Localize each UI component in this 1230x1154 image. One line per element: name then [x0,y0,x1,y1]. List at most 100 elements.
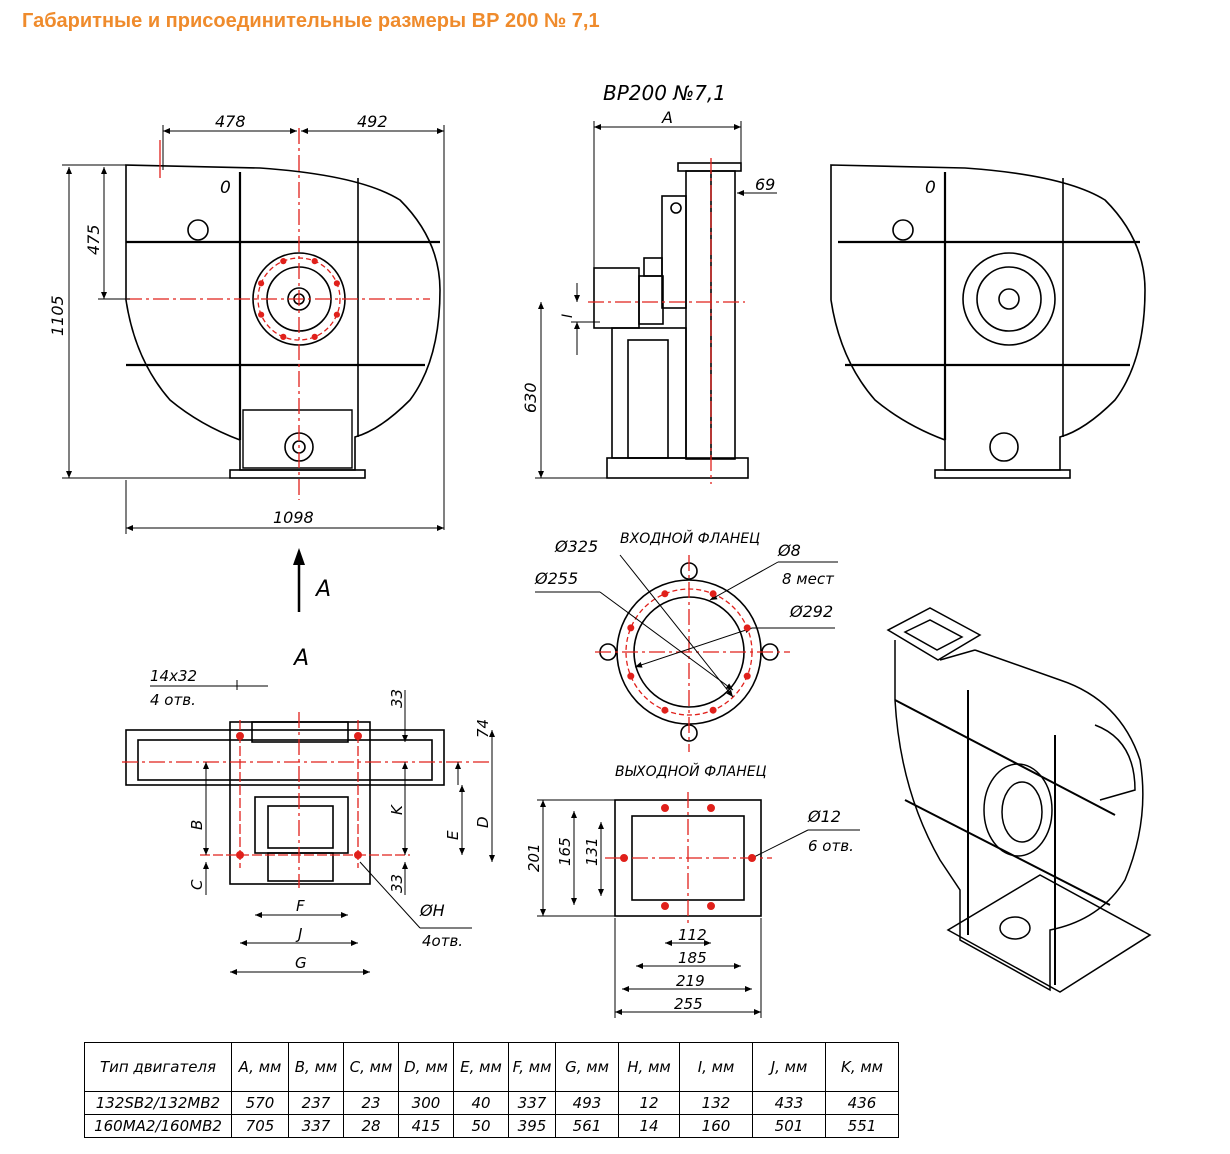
motor-stand [242,409,353,469]
dim-33-top: 33 [388,689,406,708]
dim-e: E [444,830,462,840]
inlet-d292: Ø292 [789,602,833,621]
dim-c: C [188,879,206,890]
table-cell: 23 [343,1091,399,1115]
table-header: C, мм [343,1042,399,1092]
table-header: Тип двигателя [84,1042,232,1092]
inlet-bolt-marker [311,258,318,265]
table-header-row: Тип двигателя A, мм B, мм C, мм D, мм E,… [84,1042,899,1092]
table-cell: 28 [343,1114,399,1138]
inlet-flange-hole [627,624,635,632]
table-cell: 561 [555,1114,619,1138]
motor-body [593,267,640,329]
inlet-centerlines [595,555,790,752]
inlet-d255: Ø255 [534,569,578,588]
side-dim-69: 69 [755,175,775,194]
table-cell: 132SB2/132MB2 [84,1091,232,1115]
side-base [606,457,749,479]
inlet-bolt-marker [258,311,265,318]
page-title: Габаритные и присоединительные размеры В… [22,10,600,32]
table-header: B, мм [288,1042,344,1092]
bottom-view [125,721,445,885]
inlet-flange-hole [709,590,717,598]
technical-drawing: 0 478 492 1105 475 1098 ВР200 №7,1 [48,81,1152,1018]
table-header: I, мм [679,1042,753,1092]
side-dimensions [535,121,777,479]
outlet-flange-top [677,162,742,172]
slot-count: 4 отв. [150,691,196,709]
right-view [830,164,1146,479]
inlet-bolt-marker [311,333,318,340]
inlet-flange-hole [743,624,751,632]
outlet-flange-hole [707,902,715,910]
dim-j: J [295,925,302,943]
table-cell: 40 [453,1091,509,1115]
dim-492: 492 [357,112,388,131]
inlet-d8: Ø8 [777,541,801,560]
side-view-title: ВР200 №7,1 [603,81,726,105]
dim-1105: 1105 [48,295,67,336]
table-header: K, мм [825,1042,899,1092]
bottom-view-title: A [292,646,309,671]
fan-housing-outline [125,164,441,471]
slot-size: 14х32 [150,667,197,685]
motor-dimensions-table: Тип двигателя A, мм B, мм C, мм D, мм E,… [84,1042,899,1138]
table-cell: 551 [825,1114,899,1138]
front-dimensions [62,125,445,534]
inlet-flange-hole [743,672,751,680]
hole-count: 4отв. [422,932,463,950]
bottom-dimensions [150,680,495,975]
side-dim-630: 630 [521,382,540,413]
inlet-d325: Ø325 [554,537,598,556]
table-cell: 237 [288,1091,344,1115]
table-header: F, мм [508,1042,556,1092]
inlet-flange-title: ВХОДНОЙ ФЛАНЕЦ [620,529,760,547]
isometric-fan [886,607,1152,993]
outlet-dim-185: 185 [678,949,707,967]
outlet-d12: Ø12 [807,807,841,826]
table-cell: 132 [679,1091,753,1115]
table-cell: 337 [508,1091,556,1115]
inlet-bolt-marker [258,280,265,287]
side-view [593,162,749,479]
inlet-flange-hole [709,706,717,714]
table-cell: 160 [679,1114,753,1138]
outlet-flange-hole [620,854,628,862]
table-cell: 300 [398,1091,454,1115]
dim-1098: 1098 [273,508,314,527]
inlet-flange-hole [627,672,635,680]
dim-475: 475 [84,224,103,255]
outlet-flange-hole [661,902,669,910]
inlet-d8-count: 8 мест [782,570,835,588]
table-header: G, мм [555,1042,619,1092]
table-header: J, мм [752,1042,826,1092]
inlet-dimensions [535,554,838,698]
outlet-flange-hole [707,804,715,812]
table-cell: 160MA2/160MB2 [84,1114,232,1138]
table-cell: 14 [618,1114,680,1138]
outlet-d12-count: 6 отв. [808,837,854,855]
inlet-flange-hole [661,590,669,598]
table-cell: 337 [288,1114,344,1138]
outlet-dim-165: 165 [556,837,574,866]
table-header: E, мм [453,1042,509,1092]
bottom-centerlines [122,712,492,888]
dim-478: 478 [215,112,246,131]
outlet-dim-131: 131 [583,837,601,866]
outlet-dim-255: 255 [674,995,703,1013]
outlet-dim-201: 201 [525,843,543,872]
table-cell: 433 [752,1091,826,1115]
front-outlet-mark: 0 [220,178,231,198]
base-mount-hole [354,851,362,859]
inlet-bolt-marker [280,333,287,340]
right-outlet-mark: 0 [925,178,936,198]
dim-74: 74 [474,719,492,738]
table-cell: 493 [555,1091,619,1115]
table-header: D, мм [398,1042,454,1092]
mounting-base [229,469,366,479]
inlet-bolt-marker [333,311,340,318]
table-cell: 570 [231,1091,289,1115]
outlet-dimensions [537,799,860,1018]
table-cell: 395 [508,1114,556,1138]
table-header: A, мм [231,1042,289,1092]
